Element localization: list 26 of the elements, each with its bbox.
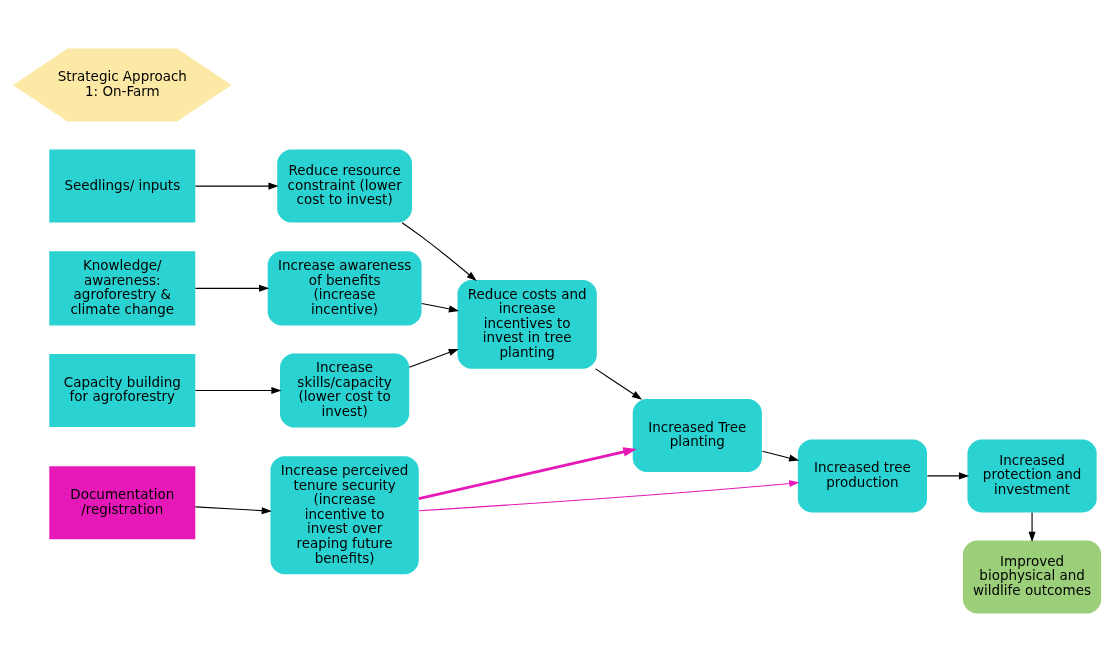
node-box: Seedlings/ inputs xyxy=(49,149,196,223)
arrow xyxy=(408,348,459,368)
arrow xyxy=(418,479,800,512)
arrow xyxy=(194,506,272,515)
arrow xyxy=(595,368,643,400)
arrow xyxy=(926,472,970,480)
node-box: Increased Tree planting xyxy=(632,398,762,472)
arrow xyxy=(1028,512,1036,542)
node-box: Increased protection and investment xyxy=(967,439,1097,513)
node-box: Increased tree production xyxy=(797,439,928,513)
arrow xyxy=(194,387,282,395)
node-box: Increase skills/capacity (lower cost to invest) xyxy=(280,353,410,428)
arrow xyxy=(418,447,637,500)
arrow xyxy=(761,450,800,462)
arrow xyxy=(194,182,279,190)
node-box: Reduce resource constraint (lower cost to invest) xyxy=(277,149,412,223)
node-box: Improved biophysical and wildlife outcomes xyxy=(963,540,1102,614)
node-box: Increase awareness of benefits (increase incentive) xyxy=(267,251,422,326)
node-box: Knowledge/ awareness: agroforestry & climate change xyxy=(49,251,196,326)
arrow xyxy=(401,222,477,281)
node-box: Capacity building for agroforestry xyxy=(49,354,196,428)
node-box: Increase perceived tenure security (increase incentive to invest over reaping future benefits) xyxy=(270,456,419,575)
node-box: Reduce costs and increase incentives to invest in tree planting xyxy=(457,279,597,369)
arrow xyxy=(421,302,459,313)
node-box: Documentation /registration xyxy=(49,466,196,540)
arrow xyxy=(194,284,270,292)
